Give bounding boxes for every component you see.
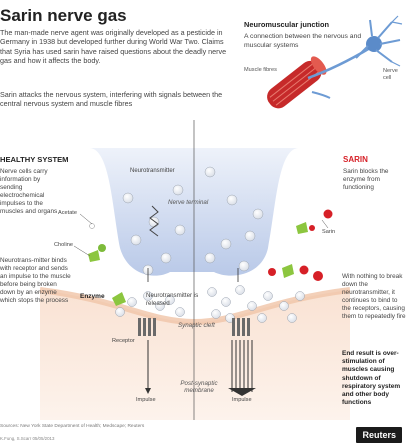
credit-text: K.Fung, S.Scarr 05/05/2013 <box>0 436 55 441</box>
nmj-illustration <box>267 15 403 109</box>
release-arrows <box>147 268 239 282</box>
muscle-fibres-label: Muscle fibres <box>244 67 277 73</box>
healthy-heading: HEALTHY SYSTEM <box>0 155 69 164</box>
sarin-description: Sarin blocks the enzyme from functioning <box>343 168 389 191</box>
impulse-arrows-right <box>231 340 253 392</box>
impulse-label-right: Impulse <box>232 397 252 403</box>
nerve-cell-body <box>366 36 382 52</box>
nmj-description: A connection between the nervous and mus… <box>244 33 362 49</box>
sarin-molecule-label: Sarin <box>322 229 336 235</box>
nmj-title: Neuromuscular junction <box>244 20 330 29</box>
choline-label: Choline <box>54 242 73 248</box>
reuters-logo: Reuters <box>356 427 402 443</box>
nerve-terminal-label: Nerve terminal <box>168 199 209 206</box>
acetate-label: Acetate <box>58 210 77 216</box>
sarin-effect-text: With nothing to break down the neurotran… <box>342 273 406 320</box>
postsynaptic-membrane <box>40 290 350 420</box>
release-label: Neurotransmitter is released <box>146 292 199 307</box>
synaptic-cleft-label: Synaptic cleft <box>178 322 215 329</box>
receptor-left <box>138 318 156 336</box>
sarin-molecules <box>268 209 333 281</box>
sources-text: Sources: New York State Department of He… <box>0 424 145 429</box>
postsynaptic-label: Post-synaptic membrane <box>180 380 218 394</box>
sarin-heading: SARIN <box>343 155 368 164</box>
binding-description: Neurotrans-mitter binds with receptor an… <box>0 257 71 304</box>
squiggle <box>149 205 159 237</box>
receptor-right <box>232 318 250 336</box>
sarin-result-text: End result is over-stimulation of muscle… <box>342 350 401 407</box>
intro-text-2: Sarin attacks the nervous system, interf… <box>0 90 223 109</box>
impulse-label-left: Impulse <box>136 397 156 403</box>
page-title: Sarin nerve gas <box>0 6 127 25</box>
intro-text: The man-made nerve agent was originally … <box>0 28 227 66</box>
neurotransmitter-label: Neurotransmitter <box>130 168 175 174</box>
vesicles <box>115 166 305 323</box>
receptor-label: Receptor <box>112 338 135 344</box>
muscle-fibre-bundle <box>267 56 327 109</box>
enzyme-shape <box>112 292 126 306</box>
enzyme-label: Enzyme <box>80 293 105 300</box>
nerve-cell-label: Nerve cell <box>383 68 398 81</box>
healthy-description: Nerve cells carry information by sending… <box>0 168 58 215</box>
